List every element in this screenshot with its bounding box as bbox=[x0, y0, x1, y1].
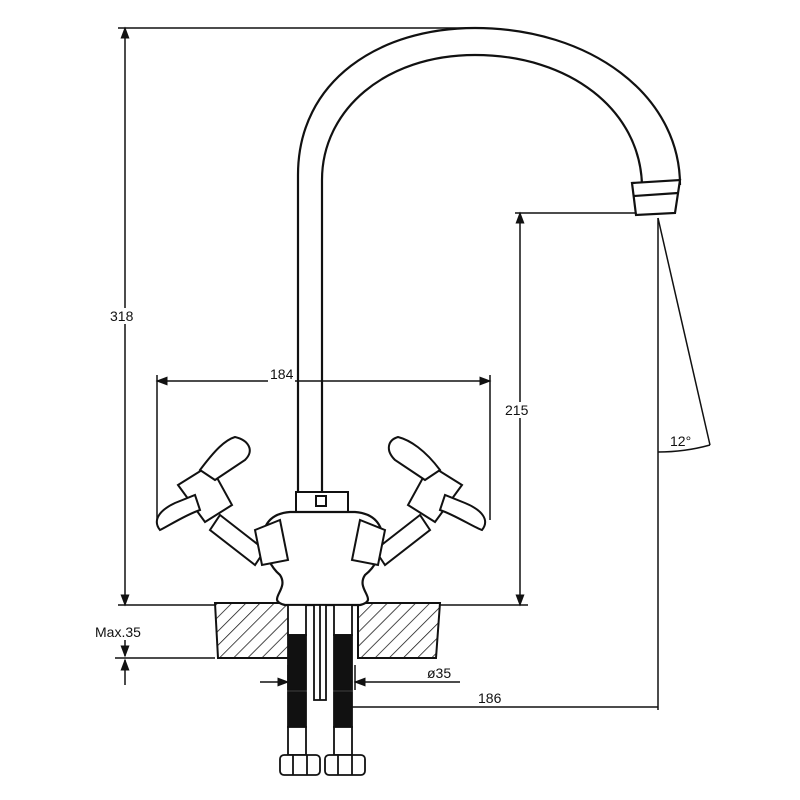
label-total-height: 318 bbox=[108, 308, 136, 324]
label-hole-diameter: ø35 bbox=[427, 665, 452, 681]
left-handle bbox=[155, 435, 290, 567]
spout-collar bbox=[295, 491, 349, 513]
label-max-thickness: Max.35 bbox=[93, 624, 143, 640]
dimension-angle-lines bbox=[657, 217, 711, 710]
right-handle bbox=[350, 435, 487, 567]
dimension-max35-lines bbox=[115, 640, 215, 685]
label-spout-reach: 186 bbox=[478, 690, 502, 706]
countertop-section bbox=[213, 602, 442, 659]
label-spout-angle: 12° bbox=[670, 433, 692, 449]
spout bbox=[296, 26, 682, 492]
label-handle-span: 184 bbox=[268, 366, 296, 382]
label-spout-height: 215 bbox=[503, 402, 531, 418]
dimension-215-lines bbox=[515, 211, 640, 607]
supply-hoses bbox=[279, 604, 366, 776]
dimension-184-lines bbox=[155, 375, 492, 520]
